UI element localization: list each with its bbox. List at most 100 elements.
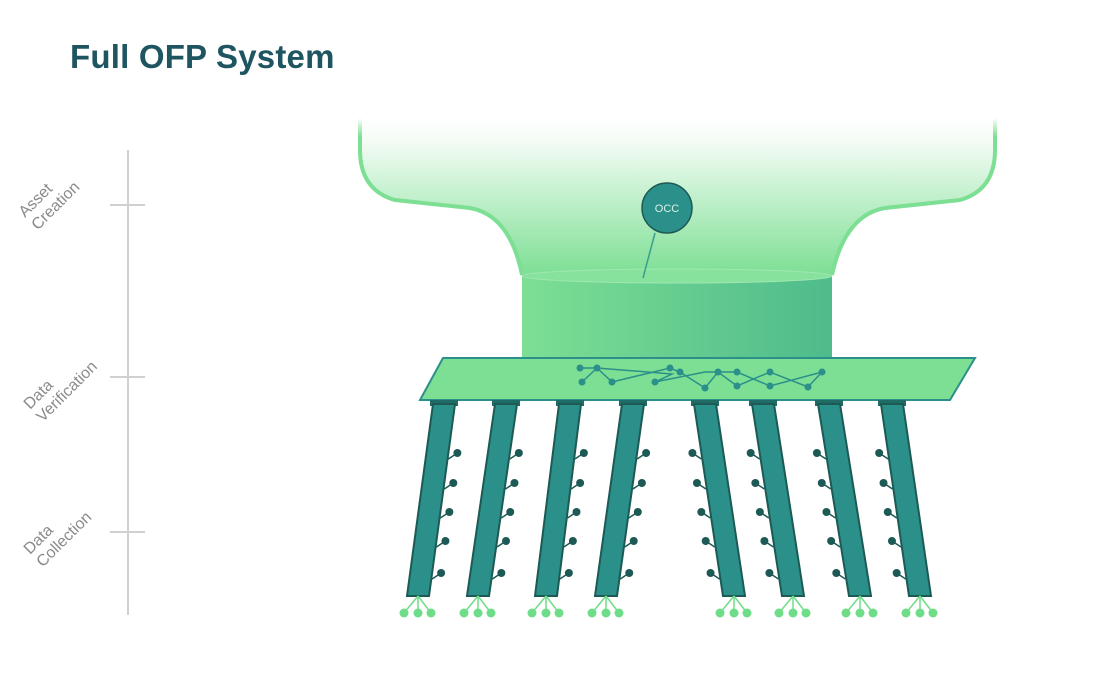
leaf-node [554,608,564,618]
network-node [608,378,616,386]
sensor-leg [527,400,588,618]
leaf-node [742,608,752,618]
sensor-node [510,479,519,487]
sensor-node [887,537,896,545]
sensor-node [568,537,577,545]
cylinder-body [522,275,832,360]
network-node [576,364,584,372]
leaf-node [915,608,925,618]
sensor-node [497,569,506,577]
leaf-node [788,608,798,618]
sensor-node [629,537,638,545]
sensor-node [765,569,774,577]
sensor-node [692,479,701,487]
sensor-node [812,449,821,457]
leaf-node [868,608,878,618]
sensor-leg [812,400,878,618]
sensor-node [755,508,764,516]
network-node [733,382,741,390]
sensor-node [751,479,760,487]
occ-node: OCC [641,182,693,279]
leaf-node [486,608,496,618]
leaf-node [459,608,469,618]
leaf-node [473,608,483,618]
leaf-node [426,608,436,618]
sensor-node [572,508,581,516]
sensor-node [688,449,697,457]
network-node [651,378,659,386]
occ-label: OCC [655,203,680,215]
network-node [733,368,741,376]
leg-body [750,403,806,597]
sensor-node [642,449,651,457]
leg-body [692,403,747,597]
leaf-node [715,608,725,618]
network-node [714,368,722,376]
network-node [818,368,826,376]
sensor-node [875,449,884,457]
funnel-outline-right [830,118,997,276]
sensor-node [697,508,706,516]
sensor-node [441,537,450,545]
leg-body [879,403,933,597]
sensor-node [445,508,454,516]
sensor-leg [746,400,811,618]
sensor-node [832,569,841,577]
data-collection-legs [399,400,938,618]
stage-axis: Asset Creation Data Verification Data Co… [16,150,145,615]
network-node [578,378,586,386]
network-node [804,383,812,391]
network-node [666,364,674,372]
sensor-node [449,479,458,487]
stage-label-data-verification: Data Verification [21,345,101,425]
leaf-node [901,608,911,618]
cylinder-top [521,268,833,284]
sensor-node [822,508,831,516]
leaf-node [541,608,551,618]
occ-connector [642,232,656,279]
leg-body [533,403,583,597]
leaf-node [601,608,611,618]
leaf-node [587,608,597,618]
network-path-2 [581,367,823,387]
sensor-leg [875,400,938,618]
network-node [701,384,709,392]
network-node [593,364,601,372]
sensor-node [514,449,523,457]
leaf-node [614,608,624,618]
leg-body [405,403,457,597]
sensor-node [760,537,769,545]
leg-body [593,403,646,597]
sensor-node [625,569,634,577]
sensor-leg [587,400,651,618]
verification-platform [418,357,977,401]
leg-body [816,403,873,597]
funnel-outline-left [358,118,524,276]
leaf-node [855,608,865,618]
stage-label-asset-creation: Asset Creation [16,166,84,234]
sensor-node [746,449,755,457]
sensor-node [633,508,642,516]
page-title: Full OFP System [70,38,335,75]
sensor-node [706,569,715,577]
sensor-node [817,479,826,487]
occ-circle [641,182,693,234]
sensor-node [879,479,888,487]
verification-network [576,364,826,392]
sensor-node [701,537,710,545]
leaf-node [928,608,938,618]
leg-body [465,403,519,597]
leaf-node [841,608,851,618]
sensor-node [576,479,585,487]
leaf-node [413,608,423,618]
leaf-node [774,608,784,618]
network-node [676,368,684,376]
sensor-node [453,449,462,457]
sensor-node [506,508,515,516]
sensor-node [579,449,588,457]
sensor-node [564,569,573,577]
leaf-node [801,608,811,618]
sensor-leg [688,400,752,618]
verification-cylinder [521,268,833,360]
